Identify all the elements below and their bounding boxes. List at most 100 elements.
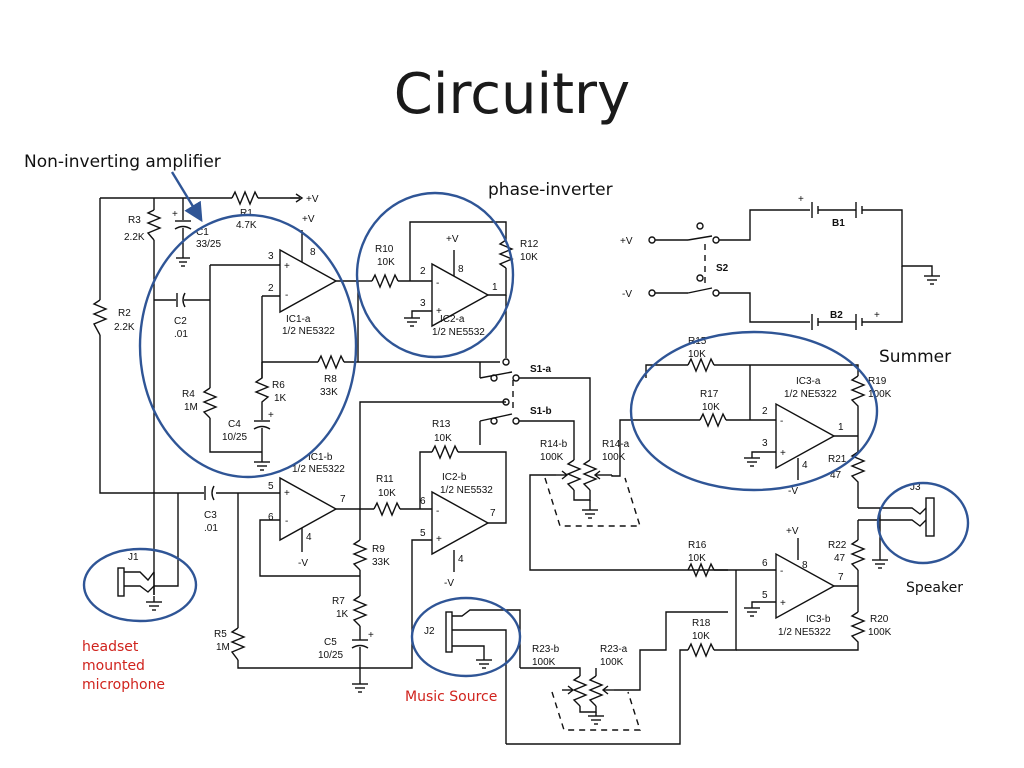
r12-label: R12 bbox=[520, 239, 539, 250]
ic2a-plus: + bbox=[436, 306, 442, 317]
r23a-label: R23-a bbox=[600, 644, 628, 655]
ic1a-pin8: 8 bbox=[310, 247, 316, 258]
ic1b-part: 1/2 NE5322 bbox=[292, 464, 345, 475]
plus-v-top-label: +V bbox=[306, 194, 319, 205]
r17-label: R17 bbox=[700, 389, 719, 400]
c1-label: C1 bbox=[196, 227, 209, 238]
r9-label: R9 bbox=[372, 544, 385, 555]
r14b-value: 100K bbox=[540, 452, 564, 463]
r1-value: 4.7K bbox=[236, 220, 257, 231]
jack-j1 bbox=[117, 567, 179, 611]
r4-label: R4 bbox=[182, 389, 195, 400]
r23b-label: R23-b bbox=[532, 644, 560, 655]
ic2a-pin1: 1 bbox=[492, 282, 498, 293]
ic1a-minus: - bbox=[285, 290, 288, 301]
r9-value: 33K bbox=[372, 557, 390, 568]
ic3a-minus: - bbox=[780, 416, 783, 427]
ic2a-pin3: 3 bbox=[420, 298, 426, 309]
r5-label: R5 bbox=[214, 629, 227, 640]
b1-label: B1 bbox=[832, 218, 845, 229]
ic3b-label: IC3-b bbox=[806, 614, 831, 625]
noninverting-highlight-ellipse bbox=[138, 213, 358, 479]
r7-value: 1K bbox=[336, 609, 349, 620]
r20-label: R20 bbox=[870, 614, 889, 625]
r2-label: R2 bbox=[118, 308, 131, 319]
c2-label: C2 bbox=[174, 316, 187, 327]
r2-value: 2.2K bbox=[114, 322, 135, 333]
resistor-r1 bbox=[231, 190, 304, 206]
r11-value: 10K bbox=[378, 488, 396, 499]
supply-plus-v: +V bbox=[620, 236, 633, 247]
ic2b-plus: + bbox=[436, 534, 442, 545]
resistor-r6 bbox=[253, 362, 271, 471]
r22-label: R22 bbox=[828, 540, 847, 551]
c3-value: .01 bbox=[204, 523, 218, 534]
ic1b-minus: - bbox=[285, 516, 288, 527]
r23a-value: 100K bbox=[600, 657, 624, 668]
r16-label: R16 bbox=[688, 540, 707, 551]
ic3b-pin8: 8 bbox=[802, 560, 808, 571]
ic3b-opamp bbox=[687, 520, 866, 658]
ic2b-label: IC2-b bbox=[442, 472, 467, 483]
c3-label: C3 bbox=[204, 510, 217, 521]
r22-value: 47 bbox=[834, 553, 846, 564]
slide-title: Circuitry bbox=[393, 62, 631, 127]
noninverting-amplifier-label: Non-inverting amplifier bbox=[24, 152, 221, 172]
r12-value: 10K bbox=[520, 252, 538, 263]
r18-value: 10K bbox=[692, 631, 710, 642]
resistor-r3 bbox=[146, 209, 162, 241]
ic1b-label: IC1-b bbox=[308, 452, 333, 463]
highlight-annotations bbox=[82, 171, 970, 678]
r20-value: 100K bbox=[868, 627, 892, 638]
r11-label: R11 bbox=[376, 474, 394, 485]
ic1a-pin2: 2 bbox=[268, 283, 274, 294]
r3-label: R3 bbox=[128, 215, 141, 226]
ic1b-plus: + bbox=[284, 488, 290, 499]
r10-value: 10K bbox=[377, 257, 395, 268]
switch-s1 bbox=[359, 340, 591, 510]
ic1b-pin5: 5 bbox=[268, 481, 274, 492]
r21-label: R21 bbox=[828, 454, 847, 465]
c5-value: 10/25 bbox=[318, 650, 343, 661]
r15-value: 10K bbox=[688, 349, 706, 360]
r19-value: 100K bbox=[868, 389, 892, 400]
ic3a-part: 1/2 NE5322 bbox=[784, 389, 837, 400]
jack-j2 bbox=[445, 609, 521, 744]
headset-highlight-ellipse bbox=[82, 547, 198, 623]
ic3a-minus-v: -V bbox=[788, 486, 798, 497]
b2-label: B2 bbox=[830, 310, 843, 321]
c1-plus: + bbox=[172, 209, 178, 220]
j3-label: J3 bbox=[910, 482, 921, 493]
ic1b-pin4: 4 bbox=[306, 532, 312, 543]
r6-value: 1K bbox=[274, 393, 287, 404]
r13-value: 10K bbox=[434, 433, 452, 444]
ic2b-minus-v: -V bbox=[444, 578, 454, 589]
r14b-label: R14-b bbox=[540, 439, 568, 450]
ic2a-minus: - bbox=[436, 278, 439, 289]
r4-value: 1M bbox=[184, 402, 198, 413]
ic3a-pin1: 1 bbox=[838, 422, 844, 433]
speaker-label: Speaker bbox=[906, 580, 963, 596]
ic3b-plus-v: +V bbox=[786, 526, 799, 537]
ic2a-pin8: 8 bbox=[458, 264, 464, 275]
ic3a-pin2: 2 bbox=[762, 406, 768, 417]
ic3a-label: IC3-a bbox=[796, 376, 821, 387]
s1b-label: S1-b bbox=[530, 406, 552, 417]
ic1b-opamp bbox=[259, 476, 374, 693]
ic3a-opamp bbox=[611, 357, 866, 508]
music-source-label: Music Source bbox=[405, 689, 498, 705]
ic2b-opamp bbox=[360, 444, 507, 669]
c2-value: .01 bbox=[174, 329, 188, 340]
resistor-r5 bbox=[230, 627, 246, 661]
jack-j3 bbox=[858, 497, 935, 569]
phase-inverter-highlight-ellipse bbox=[355, 191, 515, 359]
r8-value: 33K bbox=[320, 387, 338, 398]
c4-plus: + bbox=[268, 410, 274, 421]
c4-value: 10/25 bbox=[222, 432, 247, 443]
capacitor-c2 bbox=[154, 292, 211, 388]
capacitor-c3 bbox=[204, 485, 215, 501]
r14a-label: R14-a bbox=[602, 439, 630, 450]
ic3a-pin3: 3 bbox=[762, 438, 768, 449]
